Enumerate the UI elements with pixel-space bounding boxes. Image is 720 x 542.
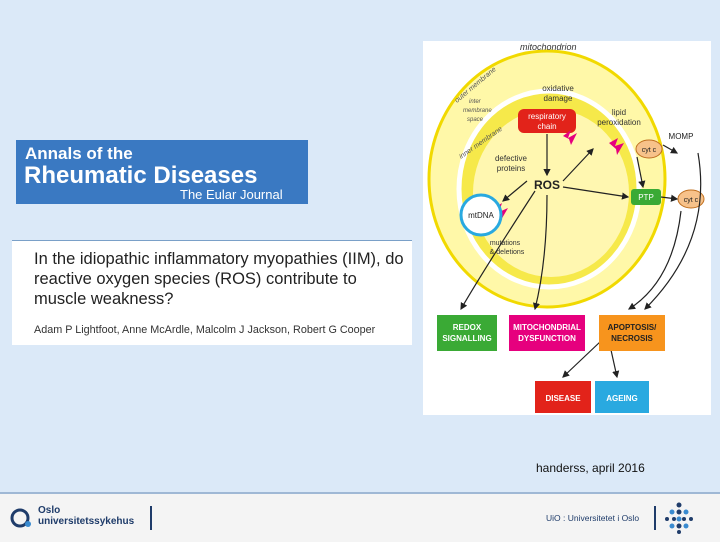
ageing-label: AGEING	[606, 394, 638, 403]
ous-logo-icon	[10, 508, 31, 528]
momp-label: MOMP	[669, 132, 694, 141]
ous-name-line1: Oslo	[38, 505, 61, 516]
ageing-box	[595, 381, 649, 413]
mtdna-circle	[459, 193, 503, 237]
redox-signalling-box	[437, 315, 497, 351]
footer-separator-left	[150, 506, 152, 530]
lipid-peroxidation-label-1: lipid	[612, 108, 626, 117]
damage-bolt-2	[609, 138, 624, 155]
pathway-arrows	[460, 134, 702, 379]
ous-logo-text: Oslo universitetssykehus	[38, 505, 134, 527]
lipid-peroxidation-label-2: peroxidation	[597, 118, 641, 127]
mutations-label-2: & deletions	[490, 249, 525, 256]
apoptosis-necrosis-box	[599, 315, 665, 351]
mitochondrial-dysfunction-box	[509, 315, 585, 351]
cytc-inner-label: cyt c	[642, 147, 657, 154]
mitochondrion-label: mitochondrion	[520, 42, 577, 52]
paper-citation: In the idiopathic inflammatory myopathie…	[12, 240, 412, 345]
damage-bolt-1	[563, 130, 577, 145]
respiratory-chain-box	[518, 109, 576, 133]
inter-membrane-label-3: space	[467, 117, 484, 123]
ptp-label: PTP	[638, 193, 654, 202]
journal-subtitle: The Eular Journal	[180, 187, 283, 202]
uio-logo-text: UiO : Universitetet i Oslo	[546, 513, 640, 523]
ous-name-line2: universitetssykehus	[38, 516, 135, 527]
defective-proteins-label-2: proteins	[497, 164, 525, 173]
slide-footer: Oslo universitetssykehus UiO : Universit…	[0, 492, 720, 542]
mtdna-label: mtDNA	[468, 211, 494, 220]
disease-box	[535, 381, 591, 413]
journal-name-line2: Rheumatic Diseases	[24, 162, 258, 189]
journal-banner: Annals of the Rheumatic Diseases The Eul…	[16, 140, 308, 204]
defective-proteins-label-1: defective	[495, 154, 528, 163]
apoptosis-label-1: APOPTOSIS/	[608, 323, 658, 332]
cytc-inner-oval	[635, 139, 663, 159]
oxidative-damage-label-1: oxidative	[542, 84, 574, 93]
paper-title: In the idiopathic inflammatory myopathie…	[34, 250, 404, 308]
footer-separator-right	[654, 506, 656, 530]
paper-authors: Adam P Lightfoot, Anne McArdle, Malcolm …	[34, 324, 376, 336]
inter-membrane-label-2: membrane	[463, 108, 492, 114]
inter-membrane-label-1: inter	[469, 99, 482, 105]
mitochondria-ros-figure: mitochondrion outer membrane inter membr…	[423, 41, 711, 415]
mito-dysfunction-label-1: MITOCHONDRIAL	[513, 323, 581, 332]
respiratory-chain-label-2: chain	[537, 122, 556, 131]
apoptosis-label-2: NECROSIS	[611, 334, 653, 343]
cytc-outer-label: cyt c	[684, 197, 699, 204]
ros-label: ROS	[534, 178, 560, 192]
mutations-label-1: mutations	[490, 240, 521, 247]
figure-canvas: mitochondrion outer membrane inter membr…	[427, 42, 705, 413]
mito-dysfunction-label-2: DYSFUNCTION	[518, 334, 576, 343]
redox-label-2: SIGNALLING	[442, 334, 491, 343]
oxidative-damage-label-2: damage	[544, 94, 573, 103]
redox-label-1: REDOX	[453, 323, 482, 332]
journal-name-line1: Annals of the	[25, 144, 133, 163]
respiratory-chain-label-1: respiratory	[528, 112, 566, 121]
slide-caption: handerss, april 2016	[536, 461, 645, 475]
disease-label: DISEASE	[545, 394, 581, 403]
ptp-box	[631, 189, 661, 205]
uio-dots-icon	[665, 502, 693, 534]
